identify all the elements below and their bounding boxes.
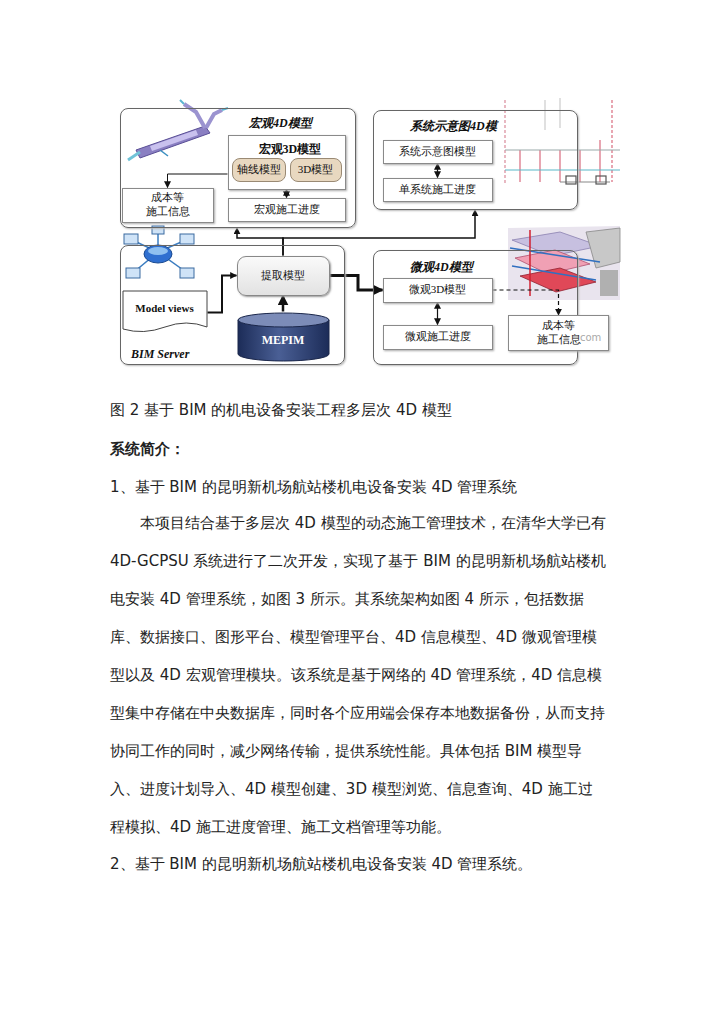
database-cylinder: MEPIM	[237, 312, 330, 362]
model-box: 宏观3D模型轴线模型 3D模型	[228, 135, 346, 190]
connector-arrow	[208, 276, 237, 313]
panel-heading: 微观4D模型	[410, 260, 473, 275]
schedule-box: 微观施工进度	[383, 325, 493, 350]
model-box: 系统示意图模型	[383, 140, 493, 164]
connector-arrow	[330, 276, 383, 291]
panel-heading: BIM Server	[131, 347, 189, 362]
connector-arrow	[282, 296, 285, 312]
panel-heading: 系统示意图4D模	[410, 119, 497, 134]
list-item: 1、基于 BIM 的昆明新机场航站楼机电设备安装 4D 管理系统	[110, 476, 630, 498]
box-label: 单系统施工进度	[399, 183, 476, 197]
box-label: 微观施工进度	[405, 330, 471, 344]
model-panel: 宏观4D模型宏观3D模型轴线模型 3D模型宏观施工进度 成本等 施工信息	[120, 108, 356, 228]
box-label: MEPIM	[262, 333, 305, 348]
connector-arrow	[493, 290, 559, 315]
connector-arrow	[286, 190, 287, 198]
watermark: com	[580, 332, 610, 344]
pipe-schematic	[505, 98, 620, 185]
building-render	[508, 226, 620, 300]
connector-arrow	[237, 228, 283, 256]
panel-heading: 宏观3D模型	[259, 142, 322, 157]
body-paragraph: 本项目结合基于多层次 4D 模型的动态施工管理技术，在清华大学已有 4D-GCP…	[110, 504, 607, 846]
list-item: 2、基于 BIM 的昆明新机场航站楼机电设备安装 4D 管理系统。	[110, 853, 630, 875]
airport-plan	[128, 100, 228, 160]
schedule-box: 宏观施工进度	[228, 198, 346, 222]
box-label: 提取模型	[261, 269, 305, 283]
box-label: 成本等 施工信息	[123, 191, 213, 219]
server-panel: BIM Server 提取模型 Model viewsMEPIM	[120, 245, 345, 365]
connector-arrow	[168, 174, 228, 188]
box-label: 系统示意图模型	[399, 145, 476, 159]
document-shape: Model views	[122, 290, 208, 336]
box-label: 宏观施工进度	[254, 203, 320, 217]
box-label: 微观3D模型	[409, 283, 466, 297]
box-label: 轴线模型	[237, 163, 281, 177]
cost-box: 成本等 施工信息	[122, 188, 214, 223]
sub-model-box: 3D模型	[290, 158, 342, 182]
section-heading: 系统简介：	[110, 438, 610, 460]
box-label: 3D模型	[298, 163, 333, 177]
connector-arrow	[437, 303, 438, 325]
schedule-box: 单系统施工进度	[383, 178, 493, 202]
figure-caption: 图 2 基于 BIM 的机电设备安装工程多层次 4D 模型	[110, 399, 630, 421]
panel-heading: 宏观4D模型	[249, 116, 312, 131]
sub-model-box: 轴线模型	[232, 158, 286, 182]
network-icon	[124, 226, 194, 278]
box-label: Model views	[135, 302, 193, 316]
connector-arrow	[437, 164, 438, 178]
model-box: 微观3D模型	[383, 278, 493, 303]
model-panel: 系统示意图4D模系统示意图模型单系统施工进度	[373, 110, 578, 210]
process-box: 提取模型	[237, 256, 330, 296]
